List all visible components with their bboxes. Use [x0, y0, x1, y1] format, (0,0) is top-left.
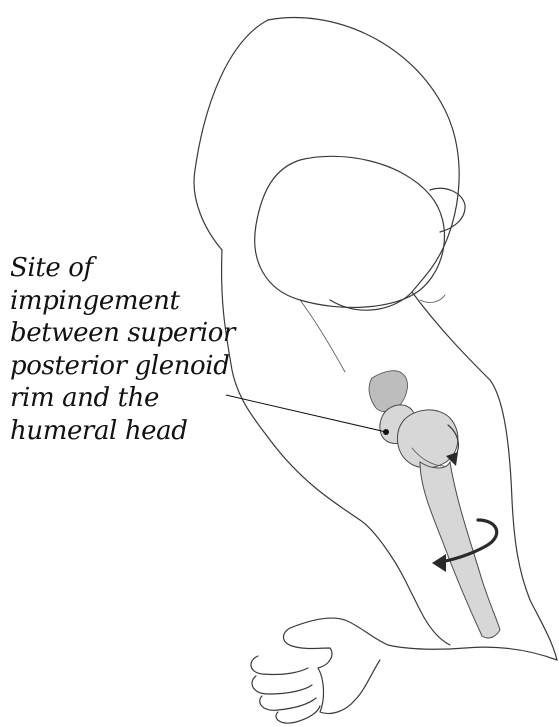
ear-lobe	[420, 295, 445, 302]
finger-2	[252, 676, 312, 694]
head-outline	[268, 18, 459, 311]
annotation-line-6: humeral head	[10, 415, 235, 448]
finger-1	[251, 656, 308, 675]
palm-contour	[318, 660, 380, 714]
annotation-line-4: posterior glenoid	[10, 350, 235, 383]
annotation-line-5: rim and the	[10, 382, 235, 415]
forearm-contour	[290, 618, 557, 660]
humeral-shaft	[420, 462, 500, 638]
humeral-head	[397, 410, 457, 468]
finger-4	[276, 706, 320, 723]
annotation-line-3: between superior	[10, 317, 235, 350]
arm-inner-contour	[420, 610, 450, 645]
torso-mid-contour	[300, 300, 345, 372]
finger-3	[260, 696, 316, 710]
skull-circle	[255, 156, 445, 307]
head-left-side	[194, 20, 268, 250]
arm-outer-contour	[530, 600, 557, 660]
annotation-line-1: Site of	[10, 252, 235, 285]
hand-outline	[284, 628, 332, 668]
impingement-point	[383, 429, 389, 435]
annotation-line-2: impingement	[10, 285, 235, 318]
ear	[430, 188, 465, 232]
impingement-annotation: Site of impingement between superior pos…	[10, 252, 235, 447]
